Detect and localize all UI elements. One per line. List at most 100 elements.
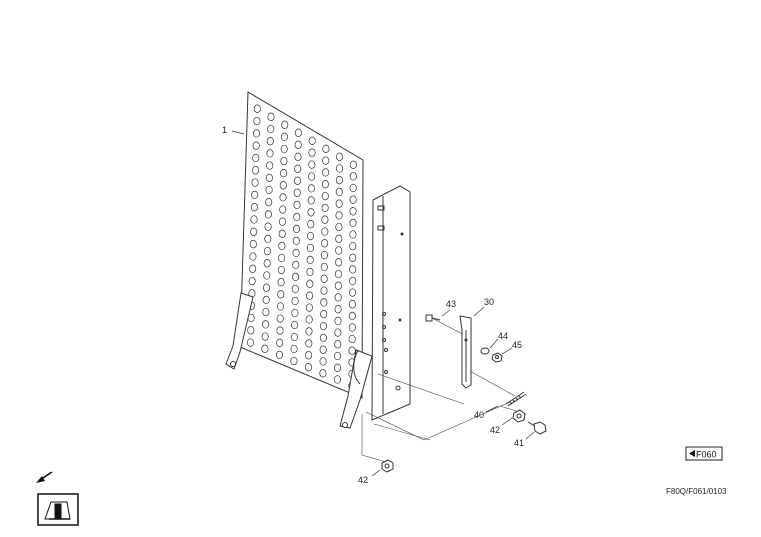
perforation-hole: [265, 185, 273, 195]
perforation-hole: [266, 137, 274, 146]
perforation-hole: [294, 128, 302, 137]
perforation-hole: [307, 231, 315, 241]
callout-45: 45: [512, 340, 522, 350]
perforation-hole: [319, 321, 328, 331]
perforation-hole: [291, 284, 299, 294]
nut-42-upper: [512, 409, 526, 423]
perforation-hole: [265, 173, 273, 182]
perforation-hole: [262, 307, 270, 317]
perforation-hole: [348, 288, 357, 297]
perforation-hole: [334, 316, 342, 326]
perforation-hole: [335, 187, 343, 197]
perforation-hole: [292, 272, 300, 282]
latch-bracket: [459, 315, 472, 389]
perforation-hole: [334, 305, 342, 314]
perforation-hole: [250, 203, 258, 212]
perforation-hole: [253, 104, 261, 113]
perforation-hole: [264, 234, 272, 244]
perforation-hole: [278, 241, 286, 251]
spring-pin-40: [505, 391, 527, 407]
perforation-hole: [306, 255, 314, 265]
perforation-hole: [335, 258, 343, 267]
perforation-hole: [278, 253, 286, 263]
perforation-hole: [349, 253, 357, 262]
perforation-hole: [280, 156, 288, 166]
perforation-hole: [262, 320, 270, 329]
perforation-hole: [321, 191, 329, 201]
perforation-hole: [279, 193, 287, 202]
nut-42-lower: [381, 459, 394, 473]
perforation-hole: [349, 241, 357, 251]
perforation-hole: [334, 351, 342, 361]
perforation-hole: [335, 211, 343, 220]
perforation-hole: [252, 153, 260, 163]
perforation-hole: [249, 264, 257, 273]
perforation-hole: [247, 326, 255, 335]
perforation-hole: [261, 344, 269, 353]
perforation-hole: [349, 265, 357, 274]
perforation-hole: [276, 338, 284, 347]
perforation-hole: [292, 248, 300, 258]
perforation-hole: [277, 290, 285, 299]
perforation-hole: [319, 357, 327, 366]
perforation-hole: [264, 210, 272, 219]
callout-40: 40: [474, 410, 484, 420]
perforation-hole: [335, 246, 343, 255]
perforation-hole: [307, 220, 315, 229]
perforation-hole: [348, 311, 356, 321]
perforation-hole: [280, 144, 288, 154]
perforation-hole: [293, 188, 301, 197]
perforation-hole: [251, 178, 259, 187]
perforation-hole: [249, 240, 257, 249]
perforation-hole: [321, 227, 329, 236]
perforation-hole: [292, 224, 301, 234]
perforation-hole: [250, 215, 258, 224]
perforation-hole: [246, 338, 254, 347]
perforation-hole: [250, 227, 258, 236]
perforation-hole: [263, 246, 272, 256]
perforation-hole: [249, 252, 257, 261]
perforation-hole: [290, 356, 298, 366]
perforation-hole: [291, 308, 299, 318]
perforation-hole: [278, 229, 286, 238]
perforation-hole: [321, 215, 329, 224]
perforation-hole: [306, 243, 314, 253]
perforation-hole: [320, 286, 328, 295]
washer-44: [480, 347, 490, 355]
callout-1: 1: [222, 125, 227, 135]
panel-hinge-bracket: [225, 292, 254, 370]
perforation-hole: [305, 351, 313, 360]
perforation-hole: [335, 222, 343, 232]
callout-43: 43: [446, 299, 456, 309]
perforation-hole: [305, 315, 313, 324]
perforation-hole: [348, 300, 356, 309]
cab-view-icon: [37, 493, 79, 526]
perforation-hole: [333, 363, 342, 372]
perforation-hole: [252, 141, 260, 150]
perforation-hole: [293, 176, 302, 185]
perforation-hole: [306, 279, 314, 288]
perforation-hole: [304, 363, 312, 372]
perforation-hole: [320, 262, 328, 272]
perforation-hole: [320, 250, 329, 260]
perforation-hole: [322, 156, 330, 165]
perforation-hole: [252, 129, 261, 138]
perforation-hole: [280, 169, 288, 178]
perforation-hole: [321, 180, 329, 189]
perforation-hole: [277, 278, 285, 287]
perforation-hole: [294, 164, 302, 173]
perforation-hole: [320, 298, 328, 307]
perforation-hole: [281, 120, 289, 129]
perforation-hole: [334, 328, 342, 337]
perforation-hole: [266, 149, 274, 158]
perforation-hole: [292, 260, 300, 270]
nut-45: [491, 352, 503, 363]
page-reference[interactable]: F060: [685, 446, 723, 461]
perforation-hole: [349, 183, 357, 193]
perforation-hole: [290, 332, 298, 342]
perforation-hole: [321, 239, 329, 248]
left-triangle-icon: [689, 450, 695, 457]
perforation-hole: [348, 323, 356, 332]
perforation-hole: [263, 271, 271, 280]
